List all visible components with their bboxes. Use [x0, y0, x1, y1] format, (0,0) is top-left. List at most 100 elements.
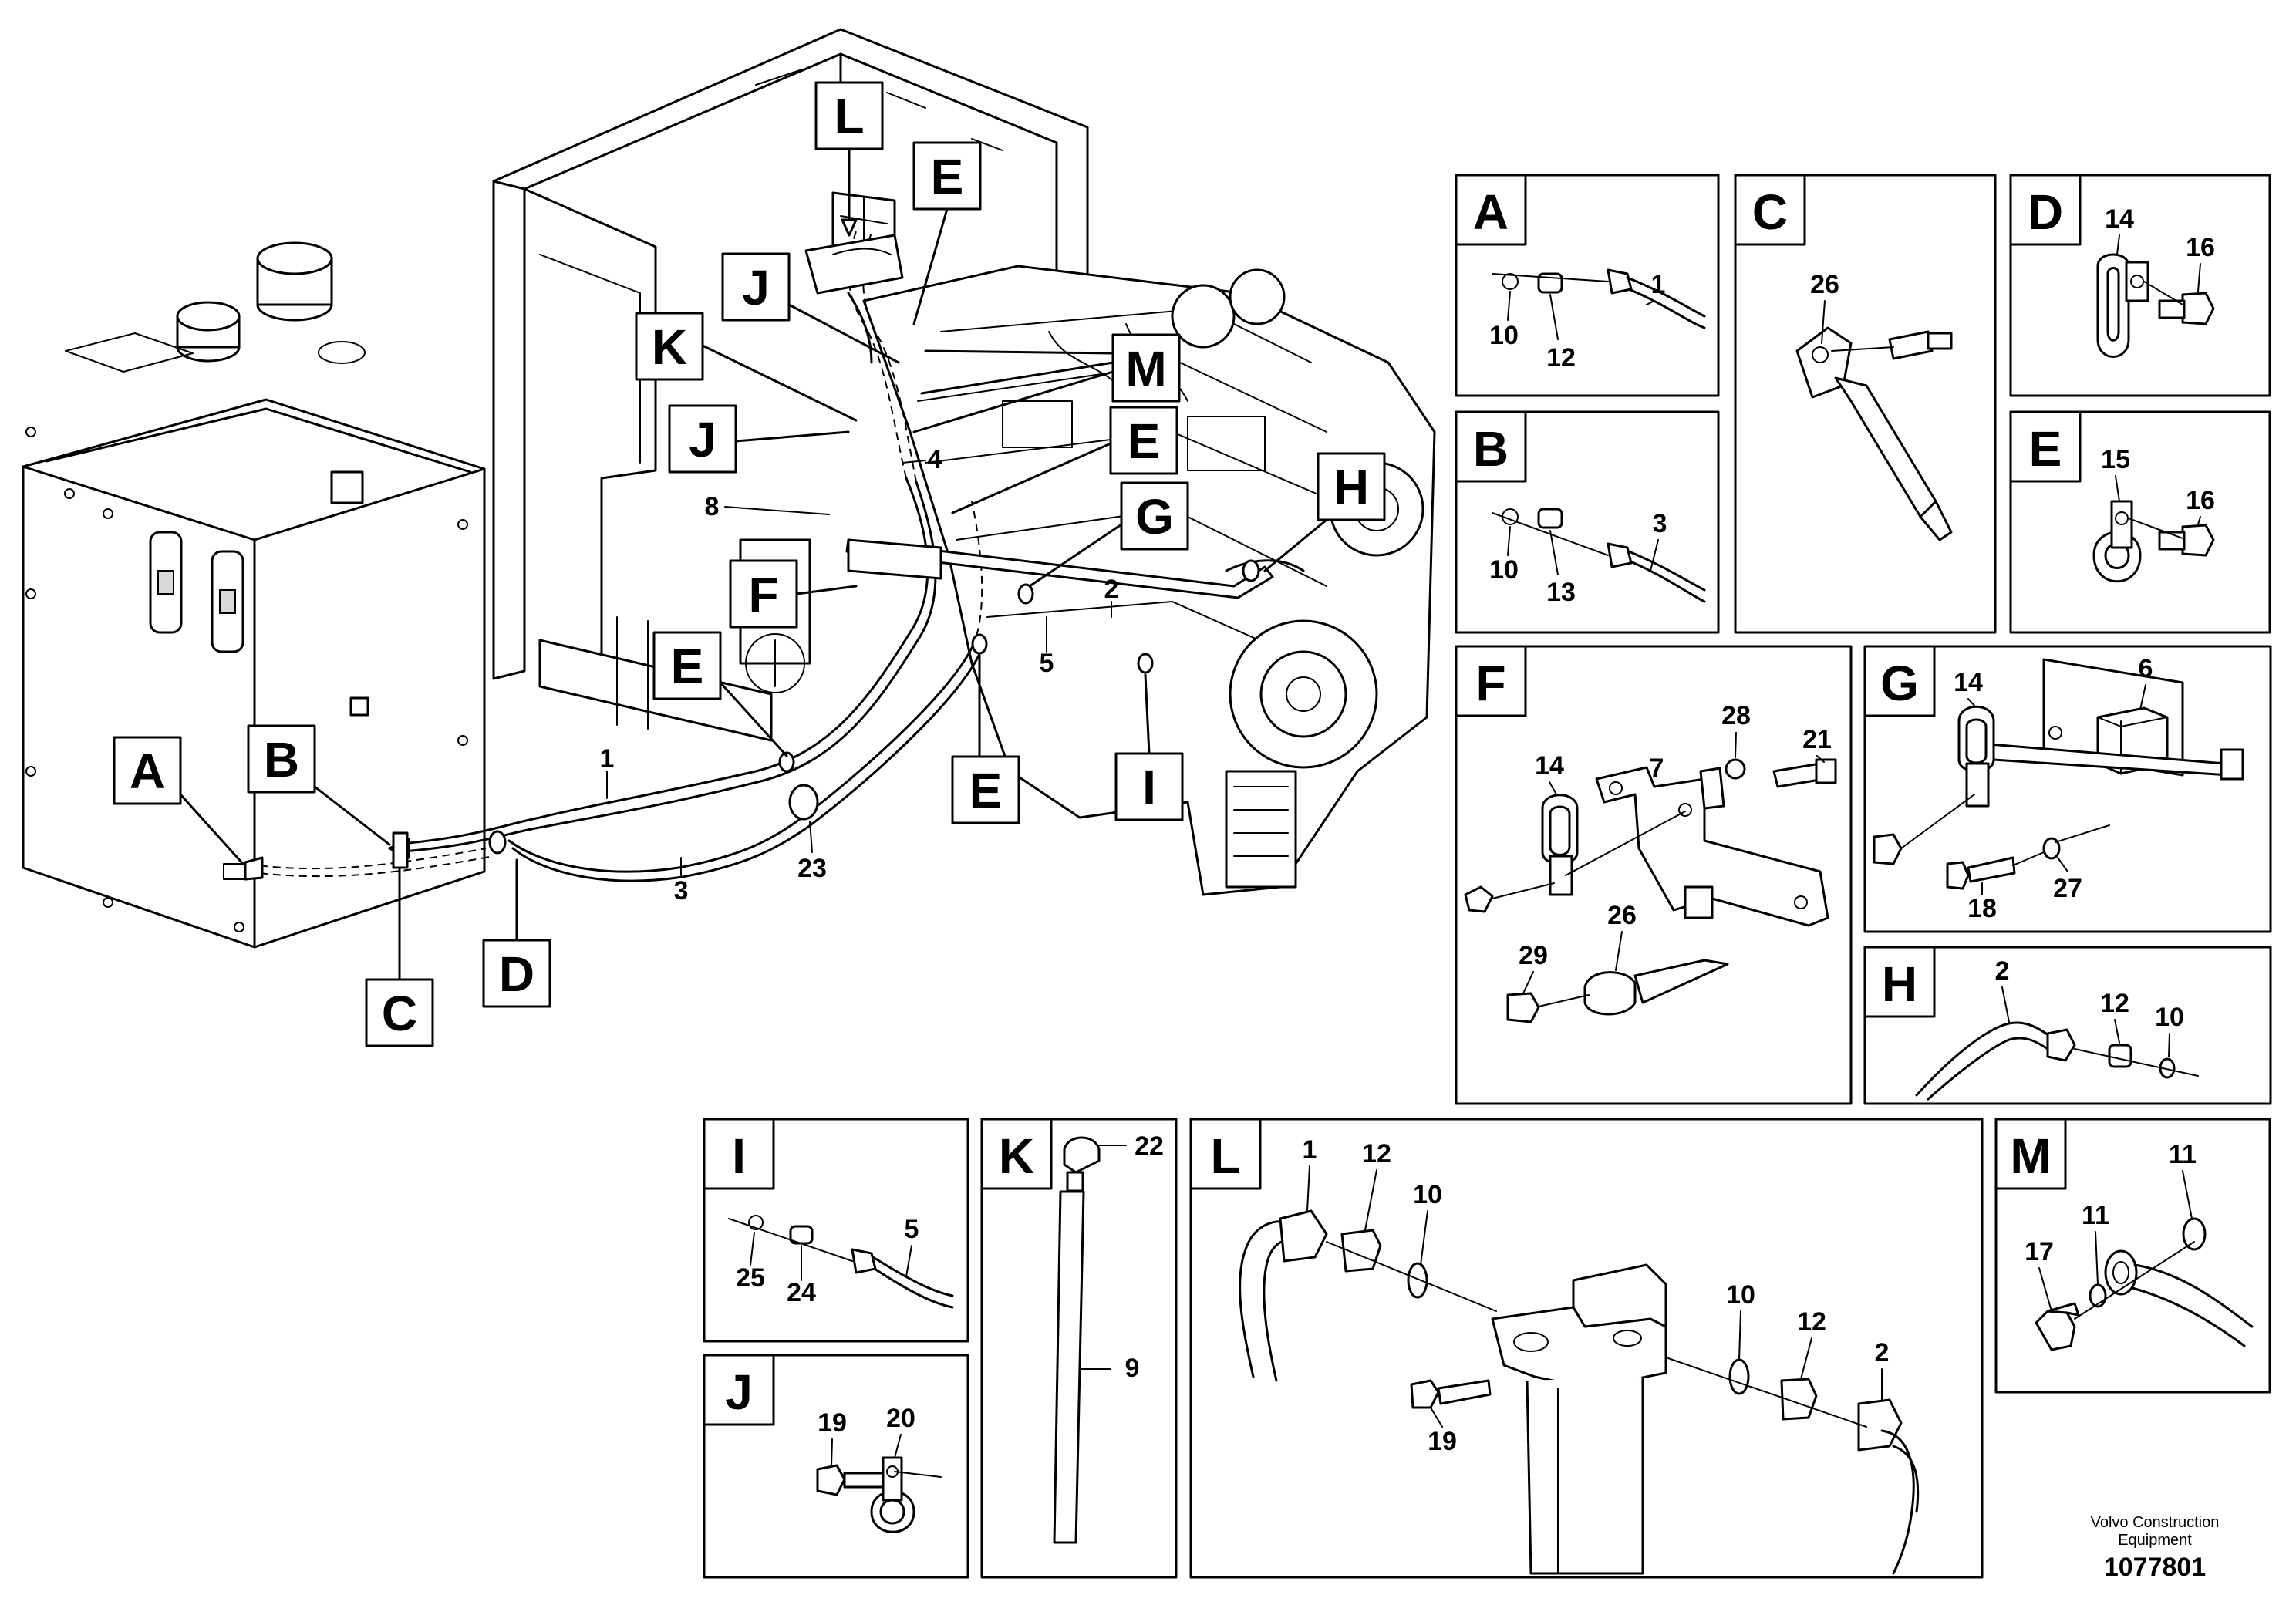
- callout-L: L: [814, 81, 884, 237]
- detail-panel-H: H 2 12 10: [1863, 946, 2272, 1105]
- callout-K: K: [635, 312, 858, 422]
- svg-text:27: 27: [2053, 874, 2082, 903]
- svg-text:10: 10: [1413, 1180, 1442, 1209]
- svg-text:F: F: [1475, 656, 1505, 711]
- svg-text:7: 7: [1650, 754, 1664, 783]
- svg-text:H: H: [1333, 460, 1369, 515]
- svg-text:A: A: [1473, 184, 1509, 240]
- svg-text:10: 10: [2155, 1003, 2184, 1032]
- svg-text:12: 12: [2100, 989, 2129, 1018]
- svg-text:5: 5: [905, 1215, 919, 1244]
- svg-text:3: 3: [1653, 509, 1667, 538]
- svg-text:10: 10: [1726, 1280, 1755, 1310]
- callout-E-bottom: E: [951, 654, 1020, 824]
- svg-text:11: 11: [2169, 1140, 2197, 1169]
- svg-text:1: 1: [1303, 1135, 1317, 1165]
- callout-E-top: E: [912, 141, 982, 325]
- main-label-8: 8: [705, 492, 720, 521]
- svg-text:21: 21: [1802, 725, 1832, 754]
- svg-text:12: 12: [1797, 1307, 1826, 1337]
- svg-text:C: C: [1752, 184, 1788, 240]
- detail-panel-F: F 28 21 7 14 26 29: [1455, 645, 1853, 1105]
- main-label-23: 23: [797, 854, 827, 883]
- detail-panel-D: D 14 16: [2009, 174, 2271, 397]
- detail-panel-J: J 19 20: [703, 1354, 969, 1579]
- svg-text:11: 11: [2082, 1201, 2109, 1230]
- callout-H: H: [1263, 452, 1386, 572]
- svg-text:E: E: [969, 763, 1003, 818]
- svg-text:19: 19: [818, 1408, 847, 1438]
- callout-I: I: [1114, 673, 1184, 821]
- svg-text:H: H: [1882, 956, 1917, 1012]
- callout-E-left: E: [652, 631, 788, 757]
- svg-text:19: 19: [1428, 1427, 1457, 1456]
- svg-text:26: 26: [1810, 270, 1839, 299]
- svg-text:J: J: [742, 260, 770, 315]
- callout-G: G: [1028, 481, 1189, 588]
- svg-text:E: E: [1128, 413, 1161, 469]
- callout-C: C: [365, 866, 434, 1047]
- svg-text:12: 12: [1362, 1139, 1391, 1168]
- svg-text:2: 2: [1875, 1338, 1890, 1367]
- main-label-4: 4: [928, 445, 942, 474]
- main-label-2: 2: [1104, 575, 1119, 604]
- svg-text:K: K: [652, 319, 687, 375]
- svg-text:E: E: [2029, 421, 2062, 477]
- svg-text:I: I: [732, 1128, 746, 1184]
- svg-text:22: 22: [1135, 1131, 1164, 1161]
- svg-text:26: 26: [1607, 901, 1637, 930]
- callout-M: M: [912, 333, 1181, 433]
- footer: Volvo Construction Equipment 1077801: [2091, 1514, 2220, 1582]
- svg-text:25: 25: [736, 1263, 765, 1293]
- svg-text:L: L: [1210, 1128, 1240, 1184]
- detail-panel-C: C 26: [1734, 174, 1997, 634]
- publisher-credit-line2: Equipment: [2118, 1532, 2192, 1549]
- svg-text:M: M: [1125, 341, 1166, 396]
- main-label-3: 3: [674, 876, 689, 905]
- svg-text:15: 15: [2101, 445, 2130, 474]
- svg-text:B: B: [264, 732, 299, 787]
- callout-J-mid: J: [668, 404, 850, 474]
- svg-text:E: E: [931, 149, 964, 204]
- callout-J-top: J: [721, 252, 900, 364]
- svg-text:2: 2: [1995, 956, 2010, 986]
- svg-text:M: M: [2010, 1128, 2051, 1184]
- callout-E-mid: E: [951, 406, 1178, 514]
- drawing-number: 1077801: [2104, 1553, 2206, 1582]
- svg-text:9: 9: [1125, 1354, 1140, 1383]
- svg-text:D: D: [499, 946, 534, 1002]
- svg-text:E: E: [671, 639, 704, 694]
- svg-text:14: 14: [1954, 668, 1983, 697]
- svg-text:L: L: [834, 89, 864, 144]
- fuel-lines: [244, 231, 1305, 882]
- svg-text:D: D: [2028, 184, 2063, 240]
- svg-text:J: J: [689, 412, 716, 467]
- svg-text:B: B: [1473, 421, 1509, 477]
- callout-D: D: [482, 858, 551, 1008]
- svg-text:C: C: [382, 986, 417, 1041]
- detail-panel-E: E 15 16: [2009, 410, 2271, 634]
- callout-F: F: [729, 559, 858, 629]
- svg-text:16: 16: [2186, 486, 2215, 515]
- svg-text:18: 18: [1967, 894, 1997, 923]
- fuel-tank: [22, 241, 486, 949]
- svg-text:A: A: [130, 744, 165, 799]
- svg-text:10: 10: [1489, 321, 1519, 350]
- svg-text:G: G: [1135, 489, 1174, 545]
- detail-panel-L: L 1 12 10 19 10 12 2: [1189, 1118, 1984, 1579]
- svg-text:F: F: [748, 567, 778, 622]
- svg-text:J: J: [725, 1364, 753, 1420]
- svg-text:6: 6: [2139, 654, 2153, 683]
- svg-text:20: 20: [886, 1404, 915, 1433]
- svg-text:K: K: [999, 1128, 1034, 1184]
- svg-text:I: I: [1142, 760, 1156, 815]
- detail-panel-A: A 10 12 1: [1455, 174, 1720, 397]
- detail-panel-K: K 22 9: [980, 1118, 1178, 1579]
- svg-text:14: 14: [1535, 751, 1564, 781]
- svg-text:29: 29: [1519, 941, 1548, 970]
- callout-A: A: [113, 736, 244, 865]
- publisher-credit: Volvo Construction: [2091, 1514, 2220, 1531]
- svg-text:1: 1: [1651, 270, 1666, 299]
- svg-text:16: 16: [2186, 233, 2215, 262]
